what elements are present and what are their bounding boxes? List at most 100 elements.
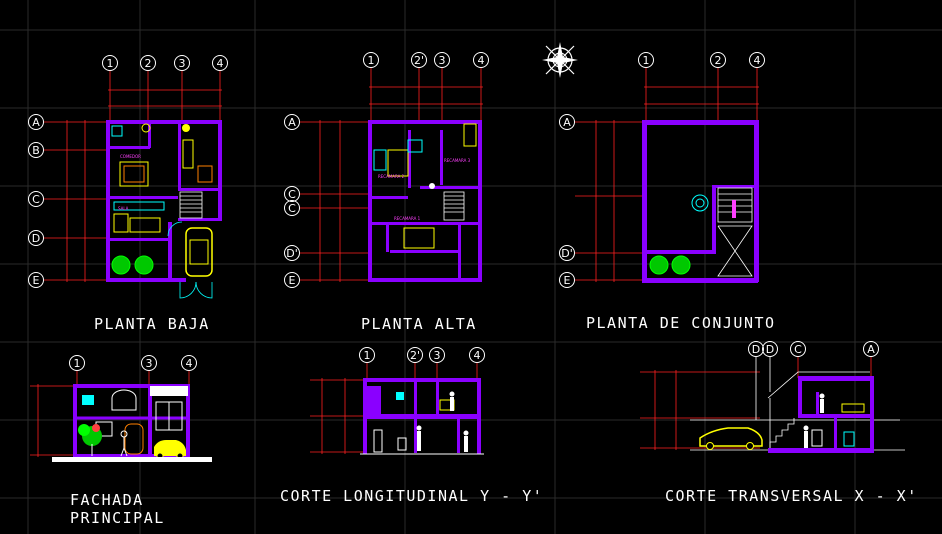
facade-tree	[78, 424, 102, 456]
svg-text:C: C	[288, 202, 296, 215]
axis-bubble-row-c2: C	[284, 200, 300, 216]
axis-bubble-col-d2: D	[762, 341, 778, 357]
svg-text:3: 3	[439, 54, 446, 67]
stair	[443, 191, 465, 221]
entrance-doors	[167, 221, 213, 299]
planta-alta-plan: 1 2' 3 4 A C C D'	[284, 52, 489, 288]
axis-bubble-col-3: 3	[429, 347, 445, 363]
axis-bubble-row-dp: D'	[284, 245, 300, 261]
svg-text:D: D	[32, 232, 40, 245]
room-labels: RECAMARA 2 RECAMARA 3 RECAMARA 1	[378, 158, 471, 221]
axis-bubble-col-4: 4	[749, 52, 765, 68]
svg-text:A: A	[288, 116, 296, 129]
svg-text:D: D	[766, 343, 774, 356]
axis-bubble-col-4: 4	[212, 55, 228, 71]
fachada-principal-elevation: 1 3 4	[30, 355, 212, 462]
axis-bubble-col-1: 1	[69, 355, 85, 371]
svg-text:C: C	[288, 188, 296, 201]
axis-bubble-col-3: 3	[434, 52, 450, 68]
axis-bubble-col-2: 2	[140, 55, 156, 71]
axis-bubble-col-1: 1	[102, 55, 118, 71]
svg-text:1: 1	[107, 57, 114, 70]
stair-roof	[717, 187, 753, 277]
svg-text:4: 4	[478, 54, 485, 67]
garden-trees	[649, 255, 691, 275]
svg-text:SALA: SALA	[118, 206, 129, 211]
walls	[368, 120, 482, 282]
axis-bubble-col-c: C	[790, 341, 806, 357]
facade-body	[73, 384, 190, 458]
walls	[106, 120, 222, 282]
title-corte-transversal: CORTE TRANSVERSAL X - X'	[665, 487, 918, 505]
svg-text:A: A	[563, 116, 571, 129]
svg-text:D': D'	[561, 247, 573, 260]
axis-bubble-col-1: 1	[638, 52, 654, 68]
dimension-lines	[640, 357, 872, 450]
corte-longitudinal-section: 1 2' 3 4	[310, 347, 485, 455]
water-tank	[691, 194, 709, 212]
corte-transversal-section: D D C A	[640, 341, 905, 453]
section-walls	[768, 376, 874, 453]
svg-text:1: 1	[74, 357, 81, 370]
axis-bubble-col-d1: D	[748, 341, 764, 357]
svg-text:1: 1	[368, 54, 375, 67]
svg-text:E: E	[33, 274, 40, 287]
section-walls	[363, 378, 481, 454]
axis-bubble-row-c: C	[28, 191, 44, 207]
section-people	[803, 393, 825, 448]
svg-text:B: B	[32, 144, 40, 157]
planta-conjunto-plan: 1 2 4 A D' E	[559, 52, 765, 288]
svg-text:D': D'	[286, 247, 298, 260]
stair	[769, 398, 795, 448]
section-outline	[690, 357, 905, 451]
title-planta-baja: PLANTA BAJA	[94, 315, 210, 333]
svg-text:2': 2'	[410, 349, 420, 362]
svg-text:1: 1	[364, 349, 371, 362]
axis-bubble-col-1: 1	[363, 52, 379, 68]
svg-text:4: 4	[217, 57, 224, 70]
furniture	[373, 123, 477, 249]
svg-text:RECAMARA 3: RECAMARA 3	[444, 158, 471, 163]
svg-text:2: 2	[715, 54, 722, 67]
axis-bubble-col-2p: 2'	[411, 52, 427, 68]
axis-bubble-row-a: A	[284, 114, 300, 130]
svg-text:C: C	[794, 343, 802, 356]
svg-text:2': 2'	[414, 54, 424, 67]
axis-bubble-row-d: D	[28, 230, 44, 246]
section-fixtures	[811, 403, 865, 447]
furniture	[111, 123, 213, 233]
title-corte-longitudinal: CORTE LONGITUDINAL Y - Y'	[280, 487, 544, 505]
title-fachada-line2: PRINCIPAL	[70, 509, 165, 527]
axis-bubble-col-a: A	[863, 341, 879, 357]
dimension-lines	[44, 71, 222, 282]
svg-text:4: 4	[754, 54, 761, 67]
svg-text:E: E	[564, 274, 571, 287]
axis-bubble-col-2: 2	[710, 52, 726, 68]
svg-text:D: D	[752, 343, 760, 356]
room-labels: COMEDOR SALA	[118, 154, 141, 211]
section-people	[416, 391, 469, 452]
svg-text:A: A	[32, 116, 40, 129]
axis-bubble-row-a: A	[559, 114, 575, 130]
walls	[642, 120, 759, 283]
section-car	[699, 427, 763, 450]
compass-rose-icon	[542, 42, 578, 78]
title-fachada-line1: FACHADA	[70, 491, 144, 509]
axis-bubble-col-1: 1	[359, 347, 375, 363]
stair	[179, 191, 203, 219]
axis-bubble-col-3: 3	[174, 55, 190, 71]
ground-line	[52, 457, 212, 462]
axis-bubble-row-e: E	[28, 272, 44, 288]
svg-text:2: 2	[145, 57, 152, 70]
svg-text:E: E	[289, 274, 296, 287]
dimension-lines	[30, 371, 190, 457]
garden-trees	[111, 255, 154, 275]
svg-text:1: 1	[643, 54, 650, 67]
axis-bubble-col-4: 4	[469, 347, 485, 363]
title-planta-conjunto: PLANTA DE CONJUNTO	[586, 314, 776, 332]
axis-bubble-row-b: B	[28, 142, 44, 158]
axis-bubble-col-3: 3	[141, 355, 157, 371]
svg-text:3: 3	[179, 57, 186, 70]
